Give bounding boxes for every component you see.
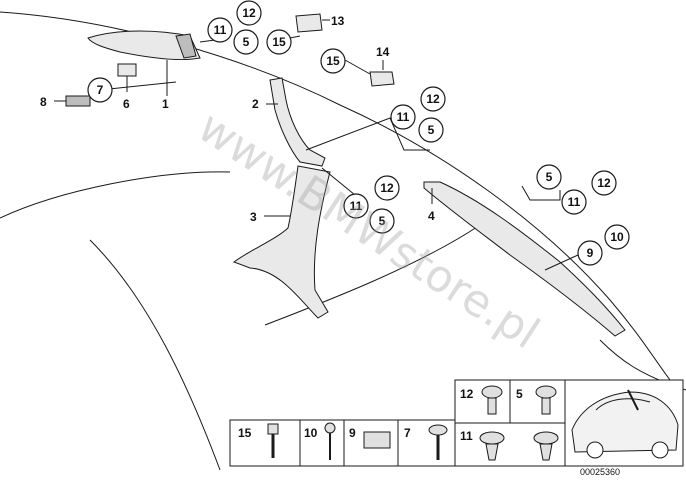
label-8: 8 xyxy=(40,95,47,109)
callout-5b-text: 5 xyxy=(428,123,435,137)
clip-11-icon xyxy=(479,431,505,461)
screw-10-icon xyxy=(324,422,336,460)
leader-group-e xyxy=(544,254,579,271)
callout-11d: 11 xyxy=(561,189,587,215)
part-2-shape xyxy=(269,77,326,167)
screw-15-icon xyxy=(267,423,279,458)
leader-group-d xyxy=(521,185,561,201)
callout-5c: 5 xyxy=(369,208,395,234)
table-cell-5: 5 xyxy=(516,387,523,401)
callout-15b-text: 15 xyxy=(326,54,340,68)
part-8-shape xyxy=(65,95,91,107)
clip-12-icon xyxy=(481,385,503,415)
part-13-shape xyxy=(295,13,323,33)
part-6-clip xyxy=(117,63,137,92)
label-6: 6 xyxy=(123,97,130,111)
table-cell-9: 9 xyxy=(349,426,356,440)
callout-5a-text: 5 xyxy=(243,35,250,49)
callout-5b: 5 xyxy=(418,117,444,143)
clip-5b-icon xyxy=(533,431,559,461)
clip-5-icon xyxy=(535,385,557,415)
callout-5a: 5 xyxy=(233,29,259,55)
door-curve-line xyxy=(89,239,221,471)
part-2-trim xyxy=(266,77,326,167)
label-14: 14 xyxy=(376,45,390,59)
callout-11c-text: 11 xyxy=(350,199,363,213)
leader-group-a xyxy=(199,39,216,43)
callout-5d-text: 5 xyxy=(546,170,553,184)
part-1-trim xyxy=(87,30,201,96)
callout-12d-text: 12 xyxy=(597,176,611,190)
part-1-clip xyxy=(175,33,197,59)
table-cell-15: 15 xyxy=(238,426,252,440)
part-4-shape xyxy=(423,181,626,337)
callout-12a-text: 12 xyxy=(242,6,256,20)
car-locator-icon xyxy=(571,389,679,459)
callout-12c-text: 12 xyxy=(380,181,394,195)
clip-nut-9-icon xyxy=(363,431,391,449)
part-14-clip xyxy=(369,60,395,87)
callout-15b: 15 xyxy=(320,48,346,74)
document-number: 00025360 xyxy=(580,467,620,477)
part-14-shape xyxy=(369,71,395,87)
callout-11c: 11 xyxy=(343,193,369,219)
callout-15a-text: 15 xyxy=(272,35,286,49)
callout-9-text: 9 xyxy=(587,246,594,260)
part-8-cover xyxy=(54,95,91,107)
callout-7-text: 7 xyxy=(97,83,104,97)
callout-12d: 12 xyxy=(591,170,617,196)
callout-leaders xyxy=(99,35,579,271)
part-4-trim xyxy=(423,181,626,337)
fastener-table: 15 10 9 7 12 5 11 xyxy=(229,379,684,467)
label-2: 2 xyxy=(252,97,259,111)
callout-11b: 11 xyxy=(390,104,416,130)
part-13-bracket xyxy=(295,13,330,33)
window-sill-line xyxy=(264,224,481,326)
part-3-shape xyxy=(232,165,331,319)
table-row-bottom xyxy=(229,419,456,467)
table-cell-12: 12 xyxy=(460,387,474,401)
part-3-trim xyxy=(232,165,331,319)
part-1-shape xyxy=(87,30,201,61)
label-4: 4 xyxy=(428,209,435,223)
callout-9: 9 xyxy=(577,240,603,266)
table-cell-10: 10 xyxy=(304,426,318,440)
label-13: 13 xyxy=(331,14,345,28)
callout-5c-text: 5 xyxy=(379,214,386,228)
label-1: 1 xyxy=(162,97,169,111)
callout-5d: 5 xyxy=(536,164,562,190)
callout-11d-text: 11 xyxy=(568,195,581,209)
callout-15a: 15 xyxy=(266,29,292,55)
screw-7-icon xyxy=(428,424,448,460)
leader-7 xyxy=(99,81,177,91)
leader-group-b xyxy=(305,117,430,151)
leader-15b xyxy=(344,59,371,75)
callout-12b: 12 xyxy=(420,86,446,112)
callout-11a-text: 11 xyxy=(214,23,227,37)
part-6-shape xyxy=(117,63,137,77)
table-cell-7: 7 xyxy=(404,426,411,440)
callout-10: 10 xyxy=(604,224,630,250)
callout-11a: 11 xyxy=(207,17,233,43)
table-cell-11: 11 xyxy=(460,429,473,443)
leader-15a xyxy=(289,35,301,39)
callout-10-text: 10 xyxy=(610,230,624,244)
callout-12b-text: 12 xyxy=(426,92,440,106)
callout-12a: 12 xyxy=(236,0,262,26)
label-3: 3 xyxy=(250,210,257,224)
callout-7: 7 xyxy=(87,77,113,103)
callout-11b-text: 11 xyxy=(397,110,410,124)
callout-12c: 12 xyxy=(374,175,400,201)
roof-edge-line xyxy=(0,171,231,219)
